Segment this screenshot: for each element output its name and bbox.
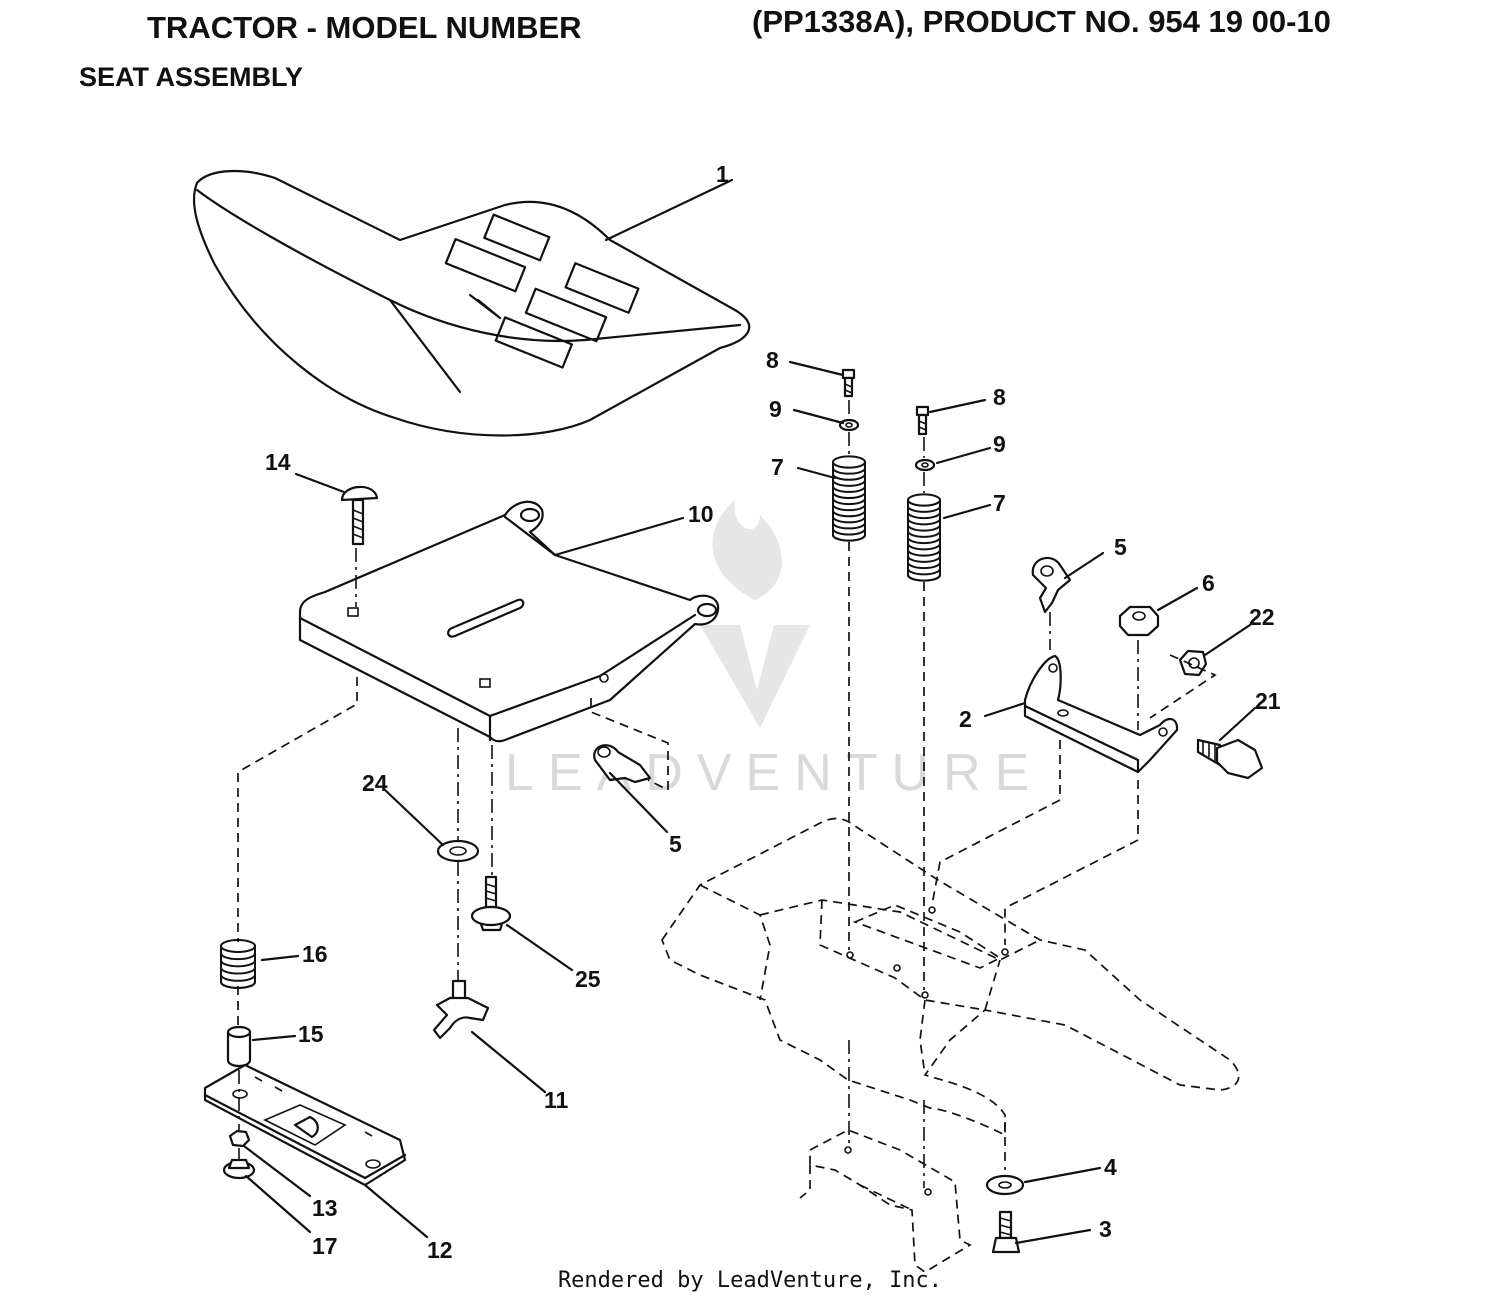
part-lock-nut[interactable] [228, 1129, 251, 1148]
page-title-left: TRACTOR - MODEL NUMBER [147, 10, 582, 45]
part-clip-upper[interactable] [1031, 556, 1072, 614]
part-bracket[interactable] [1023, 654, 1179, 774]
callout-21: 21 [1255, 688, 1281, 714]
footer-credit: Rendered by LeadVenture, Inc. [557, 1268, 943, 1293]
part-spring-left[interactable] [832, 455, 866, 542]
callout-24: 24 [362, 770, 388, 796]
callout-12: 12 [427, 1237, 453, 1263]
leader-lines [242, 178, 1257, 1245]
callout-10: 10 [688, 501, 714, 527]
callout-5-upper: 5 [1114, 534, 1127, 560]
callout-14: 14 [265, 449, 291, 475]
assembly-guide-lines [237, 400, 1217, 1188]
part-seat-pan[interactable] [298, 500, 720, 743]
callout-9-right: 9 [993, 431, 1006, 457]
callout-2: 2 [959, 706, 972, 732]
part-spring-small[interactable] [220, 939, 256, 989]
watermark-v-icon [700, 625, 810, 728]
callout-13: 13 [312, 1195, 338, 1221]
part-spring-right[interactable] [907, 493, 941, 582]
page-title-right: (PP1338A), PRODUCT NO. 954 19 00-10 [752, 4, 1331, 39]
part-bolt-left[interactable] [841, 368, 856, 398]
callout-17: 17 [312, 1233, 338, 1259]
callout-22: 22 [1249, 604, 1275, 630]
watermark: LEADVENTURE [505, 500, 1043, 802]
part-washer-left[interactable] [838, 418, 860, 432]
part-adjuster-plate[interactable] [203, 1063, 407, 1187]
callout-7-right: 7 [993, 490, 1006, 516]
part-seat[interactable] [192, 170, 751, 437]
callout-9-left: 9 [769, 396, 782, 422]
callout-1: 1 [716, 161, 729, 187]
callout-6: 6 [1202, 570, 1215, 596]
callout-8-right: 8 [993, 384, 1006, 410]
tractor-frame-outline [661, 817, 1240, 1274]
part-washer-right[interactable] [914, 458, 936, 472]
callout-5-lower: 5 [669, 831, 682, 857]
part-clip-lower[interactable] [593, 744, 652, 784]
callout-4: 4 [1104, 1154, 1117, 1180]
callout-15: 15 [298, 1021, 324, 1047]
part-nut[interactable] [1118, 605, 1160, 637]
part-seat-knob[interactable] [432, 979, 490, 1040]
part-frame-washer[interactable] [985, 1174, 1025, 1196]
part-bolt-right[interactable] [915, 405, 930, 436]
part-nut-small[interactable] [1178, 649, 1208, 677]
callout-7-left: 7 [771, 454, 784, 480]
callout-25: 25 [575, 966, 601, 992]
callout-11: 11 [544, 1087, 569, 1113]
callout-8-left: 8 [766, 347, 779, 373]
part-spacer[interactable] [226, 1025, 252, 1068]
section-title: SEAT ASSEMBLY [79, 62, 304, 92]
callout-labels: 1 10 14 8 9 7 8 9 7 5 6 22 21 2 5 24 25 … [265, 161, 1281, 1263]
watermark-text: LEADVENTURE [505, 744, 1043, 802]
part-flat-washer[interactable] [436, 839, 480, 863]
part-carriage-bolt[interactable] [340, 485, 379, 546]
part-flange-nut[interactable] [222, 1158, 256, 1180]
callout-16: 16 [302, 941, 328, 967]
callout-3: 3 [1099, 1216, 1112, 1242]
part-frame-bolt[interactable] [991, 1210, 1021, 1254]
part-flange-bolt[interactable] [470, 875, 512, 932]
watermark-flame-icon [712, 500, 782, 600]
part-shoulder-bolt[interactable] [1196, 738, 1264, 780]
